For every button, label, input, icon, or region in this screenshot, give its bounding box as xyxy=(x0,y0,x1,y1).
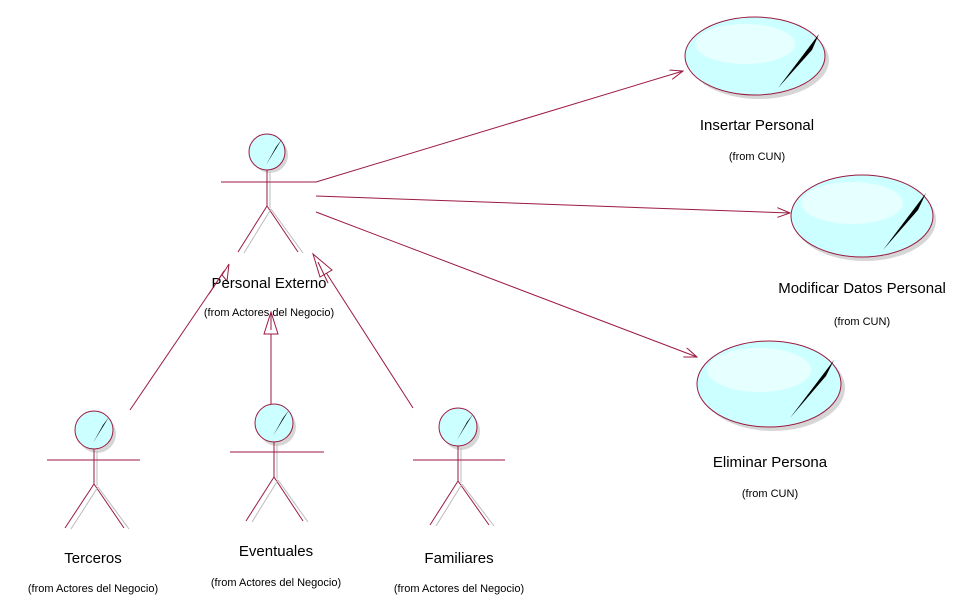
actor-from: (from Actores del Negocio) xyxy=(204,307,334,319)
generalization-arrowhead-familiares xyxy=(312,252,333,278)
use-case-name: Modificar Datos Personal xyxy=(778,280,946,297)
use-case-from: (from CUN) xyxy=(834,316,890,328)
use-case-modificar-datos-personal[interactable]: Modificar Datos Personal (from CUN) xyxy=(778,174,946,328)
actor-from: (from Actores del Negocio) xyxy=(28,583,158,595)
overlap-lines xyxy=(208,261,329,330)
actor-terceros[interactable]: Terceros (from Actores del Negocio) xyxy=(28,410,158,595)
use-case-name: Insertar Personal xyxy=(700,117,814,134)
actor-eventuales[interactable]: Eventuales (from Actores del Negocio) xyxy=(211,403,341,589)
use-case-from: (from CUN) xyxy=(729,151,785,163)
generalization-familiares[interactable] xyxy=(317,259,414,409)
association-eliminar-persona[interactable] xyxy=(315,211,697,357)
association-insertar-personal[interactable] xyxy=(315,71,683,183)
actor-from: (from Actores del Negocio) xyxy=(394,583,524,595)
use-case-name: Eliminar Persona xyxy=(713,454,828,471)
association-modificar-datos-personal[interactable] xyxy=(315,195,790,213)
use-case-insertar-personal[interactable]: Insertar Personal (from CUN) xyxy=(684,16,829,163)
actor-name: Terceros xyxy=(64,550,122,567)
use-case-from: (from CUN) xyxy=(742,488,798,500)
use-case-eliminar-persona[interactable]: Eliminar Persona (from CUN) xyxy=(696,340,845,500)
actor-familiares[interactable]: Familiares (from Actores del Negocio) xyxy=(394,407,524,595)
actor-personal-externo[interactable]: Personal Externo (from Actores del Negoc… xyxy=(204,133,334,319)
actor-name: Eventuales xyxy=(239,543,313,560)
generalization-arrowhead-terceros xyxy=(221,263,230,283)
associations xyxy=(315,71,790,357)
actor-name: Personal Externo xyxy=(211,275,326,292)
actor-from: (from Actores del Negocio) xyxy=(211,577,341,589)
actor-name: Familiares xyxy=(424,550,493,567)
